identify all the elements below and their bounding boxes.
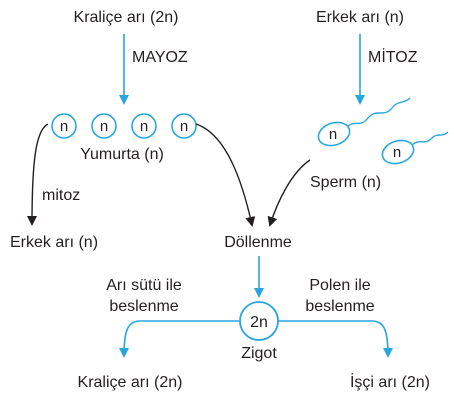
mitosis-arrow-egg: [27, 123, 49, 226]
worker-bottom-label: İşçi arı (2n): [350, 372, 430, 391]
egg-ploidy-label: n: [100, 118, 108, 135]
zygote-cell: 2n: [239, 301, 279, 341]
egg-ploidy-label: n: [180, 118, 188, 135]
mitosis-lower-label: mitoz: [42, 187, 80, 204]
mitosis-top-label: MİTOZ: [368, 47, 418, 66]
royal-jelly-label-line2: beslenme: [109, 298, 178, 315]
queen-bottom-label: Kraliçe arı (2n): [78, 374, 183, 391]
sperm-cell: n: [317, 97, 411, 147]
royal-jelly-label-line1: Arı sütü ile: [106, 277, 182, 294]
worker-branch-arrow: [278, 320, 393, 358]
egg-cell: n: [91, 113, 117, 139]
sperm-label: Sperm (n): [310, 174, 381, 191]
zygote-label: Zigot: [241, 345, 277, 362]
egg-ploidy-label: n: [140, 118, 148, 135]
pollen-label-line2: beslenme: [305, 298, 374, 315]
queen-branch-arrow: [119, 320, 240, 358]
egg-cell: n: [131, 113, 157, 139]
fertilization-label: Döllenme: [224, 234, 292, 251]
egg-ploidy-label: n: [60, 118, 68, 135]
queen-top-label: Kraliçe arı (2n): [74, 9, 179, 26]
male-bottom-label: Erkek arı (n): [10, 234, 98, 251]
meiosis-label: MAYOZ: [132, 49, 188, 66]
zygote-ploidy-label: 2n: [250, 314, 268, 331]
sperm-cell: n: [381, 131, 449, 165]
egg-label: Yumurta (n): [80, 146, 164, 163]
egg-cell: n: [171, 113, 197, 139]
male-top-label: Erkek arı (n): [316, 9, 404, 26]
pollen-label-line1: Polen ile: [309, 277, 370, 294]
sperm-ploidy-label: n: [329, 126, 337, 143]
egg-cell: n: [51, 113, 77, 139]
sperm-to-fertilization-arrow: [267, 159, 311, 227]
sperm-ploidy-label: n: [393, 144, 401, 161]
egg-to-fertilization-arrow: [195, 123, 256, 227]
